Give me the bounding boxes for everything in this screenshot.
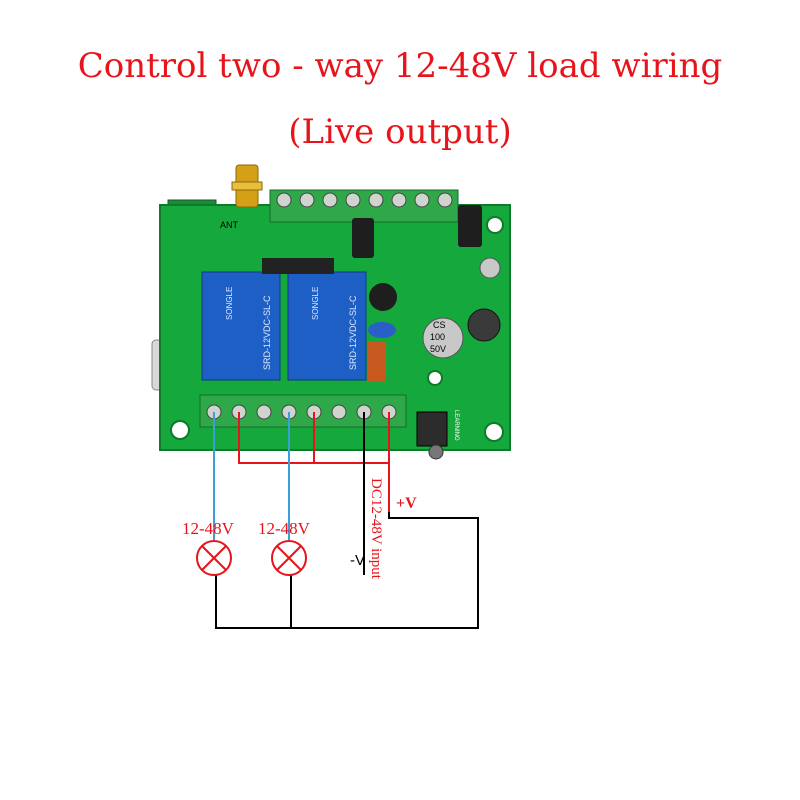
learning-label: LEARNING bbox=[453, 410, 459, 441]
minus-v-label: -V bbox=[350, 552, 365, 569]
relay-1-model: SRD-12VDC-SL-C bbox=[262, 295, 272, 370]
cap-label-3: 50V bbox=[430, 344, 446, 354]
relay-1 bbox=[201, 271, 281, 381]
relay-2-brand: SONGLE bbox=[311, 287, 320, 320]
buzzer bbox=[369, 283, 397, 311]
capacitor bbox=[458, 205, 482, 247]
film-capacitor bbox=[368, 322, 396, 338]
mount-hole bbox=[484, 422, 504, 442]
input-label: DC12-48V input bbox=[368, 478, 384, 580]
mount-hole bbox=[486, 216, 504, 234]
lamp-1 bbox=[196, 540, 232, 576]
lamp-2-label: 12-48V bbox=[258, 519, 311, 538]
learning-button[interactable] bbox=[416, 411, 448, 447]
relay-1-brand: SONGLE bbox=[225, 287, 234, 320]
lamp-feed-wire bbox=[213, 412, 290, 540]
lamp-2 bbox=[271, 540, 307, 576]
relay-2-model: SRD-12VDC-SL-C bbox=[348, 295, 358, 370]
diagram-title: Control two - way 12-48V load wiring bbox=[77, 46, 723, 86]
mount-hole bbox=[427, 370, 443, 386]
cap-label-1: CS bbox=[433, 320, 446, 330]
ant-label: ANT bbox=[220, 220, 239, 230]
top-terminal-block bbox=[269, 189, 459, 223]
bottom-terminal-block bbox=[199, 394, 407, 428]
supply-wire bbox=[215, 412, 479, 629]
relay-2 bbox=[287, 271, 367, 381]
capacitor-large bbox=[422, 317, 464, 359]
pcb-board: ANT SRD-12VDC-SL-C SONGLE SRD-12VDC-SL-C… bbox=[151, 164, 511, 460]
live-wire bbox=[238, 412, 390, 512]
varistor bbox=[368, 342, 386, 382]
mount-hole bbox=[170, 420, 190, 440]
plus-v-label: +V bbox=[396, 495, 417, 512]
capacitor bbox=[352, 218, 374, 258]
lamp-1-label: 12-48V bbox=[182, 519, 235, 538]
capacitor-small bbox=[479, 257, 501, 279]
cap-label-2: 100 bbox=[430, 332, 445, 342]
inductor bbox=[467, 308, 501, 342]
diagram-subtitle: (Live output) bbox=[288, 112, 512, 152]
ic-chip bbox=[262, 258, 334, 274]
